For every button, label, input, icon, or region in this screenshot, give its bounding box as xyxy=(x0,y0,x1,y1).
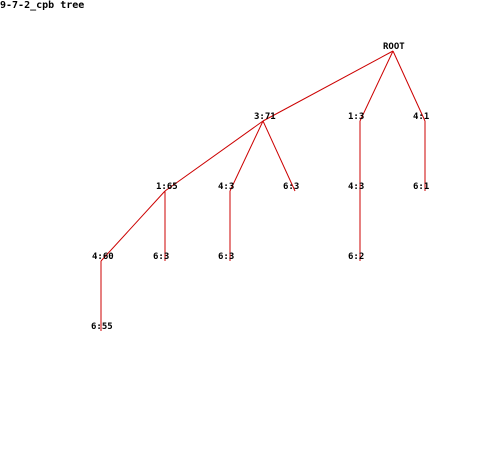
node-label-n165: 1:65 xyxy=(156,182,178,192)
tree-node-labels: ROOT 3:71 1:3 4:1 1:65 4:3 6:3 4:3 6:1 4:60 6:3 6:3… xyxy=(91,42,429,332)
node-label-n371: 3:71 xyxy=(254,112,276,122)
node-label-n43b: 4:3 xyxy=(348,182,364,192)
node-label-n41: 4:1 xyxy=(413,112,429,122)
edge-n371-n43a xyxy=(229,120,264,192)
edge-root-n13 xyxy=(359,50,394,122)
diagram-title: 9-7-2_cpb tree xyxy=(0,0,85,11)
node-label-root: ROOT xyxy=(383,42,405,52)
edge-root-n371 xyxy=(262,50,394,122)
node-label-n655: 6:55 xyxy=(91,322,113,332)
node-label-n62: 6:2 xyxy=(348,252,364,262)
node-label-n63b: 6:3 xyxy=(153,252,169,262)
tree-edges xyxy=(100,50,426,331)
node-label-n63c: 6:3 xyxy=(218,252,234,262)
edge-n371-n63a xyxy=(262,120,296,192)
node-label-n460: 4:60 xyxy=(92,252,114,262)
node-label-n13: 1:3 xyxy=(348,112,364,122)
edge-n371-n165 xyxy=(164,120,264,192)
node-label-n43a: 4:3 xyxy=(218,182,234,192)
node-label-n63a: 6:3 xyxy=(283,182,299,192)
node-label-n61: 6:1 xyxy=(413,182,429,192)
edge-n165-n460 xyxy=(100,190,166,262)
edge-root-n41 xyxy=(392,50,426,122)
